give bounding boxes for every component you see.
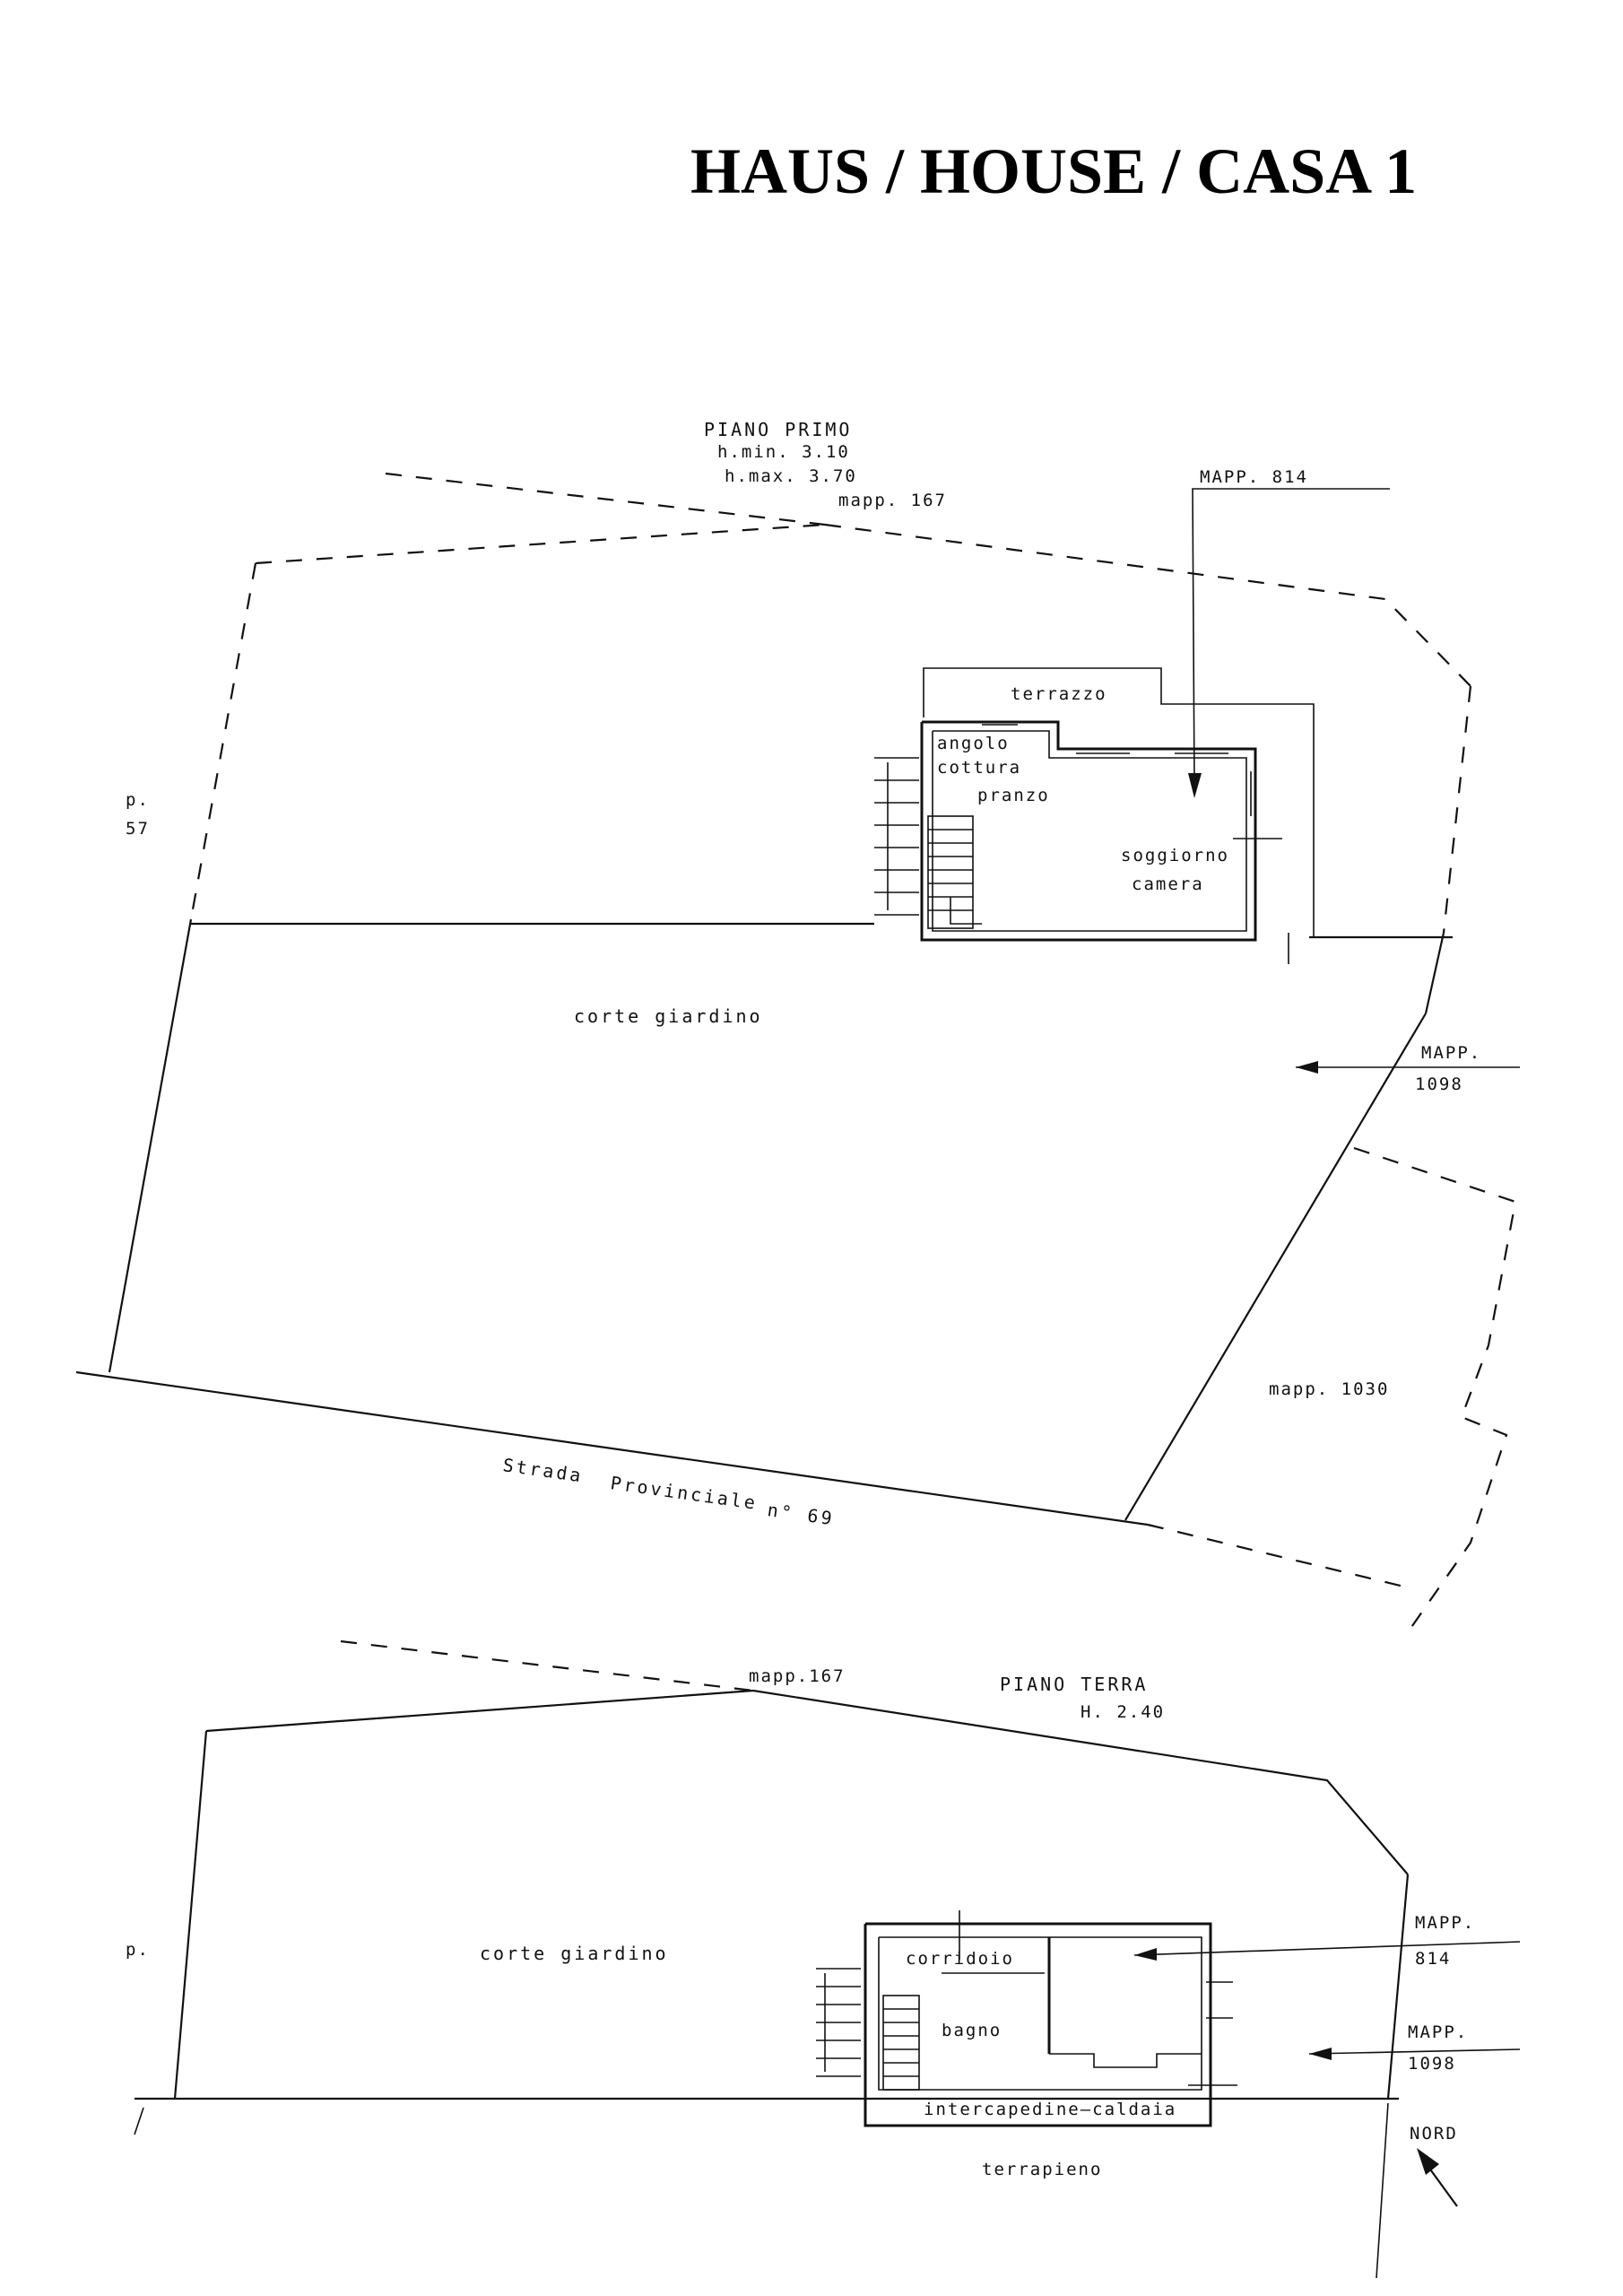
intercapedine-label: intercapedine–caldaia xyxy=(924,2100,1176,2119)
lower-boundary-right-tail xyxy=(1376,2102,1389,2279)
angolo-label: angolo xyxy=(937,734,1010,753)
upper-corte-giardino: corte giardino xyxy=(574,1005,763,1027)
strada-label-2: Provinciale xyxy=(609,1472,759,1514)
terrapieno-label: terrapieno xyxy=(982,2160,1102,2179)
strada-dashed-right xyxy=(1147,1523,1409,1589)
nord-label: NORD xyxy=(1410,2124,1458,2144)
upper-plan: PIANO PRIMO h.min. 3.10 h.max. 3.70 mapp… xyxy=(75,419,1520,1633)
lower-plan: mapp.167 PIANO TERRA H. 2.40 xyxy=(126,1639,1521,2279)
upper-floor-name: PIANO PRIMO xyxy=(704,419,852,440)
lower-floor-name: PIANO TERRA xyxy=(1000,1674,1148,1695)
lower-mapp-1098-label: MAPP. xyxy=(1408,2022,1468,2042)
lower-house-inner xyxy=(878,1936,1202,2091)
lower-mapp-167: mapp.167 xyxy=(749,1666,846,1686)
lower-corte-giardino: corte giardino xyxy=(480,1943,669,1964)
upper-mapp-1098-num: 1098 xyxy=(1415,1074,1463,1094)
mapp-814-pointer xyxy=(1192,488,1390,790)
upper-mapp-814: MAPP. 814 xyxy=(1200,467,1308,487)
strada-line xyxy=(75,1370,1149,1526)
upper-mapp-1098-label: MAPP. xyxy=(1421,1043,1481,1063)
lower-edge-left: p. xyxy=(126,1940,150,1960)
lower-mapp-814-arrowhead xyxy=(1134,1948,1157,1961)
lower-step-wall xyxy=(1049,2053,1202,2068)
lower-ground-left-tail xyxy=(134,2107,144,2135)
upper-stair xyxy=(927,815,982,929)
upper-dashed-left-top xyxy=(255,523,826,565)
upper-house-outer xyxy=(920,720,1257,942)
upper-diagonal-right xyxy=(1124,1013,1427,1521)
mapp-1030-boundary xyxy=(1353,1146,1517,1633)
bagno-label: bagno xyxy=(942,2021,1002,2040)
lower-mapp-814-pointer xyxy=(1133,1941,1521,1956)
camera-label: camera xyxy=(1132,874,1204,894)
cottura-label: cottura xyxy=(937,758,1021,778)
lower-height: H. 2.40 xyxy=(1081,1702,1165,1722)
page-title: HAUS / HOUSE / CASA 1 xyxy=(690,135,1418,207)
terrazzo-label: terrazzo xyxy=(1011,684,1107,704)
lower-stair xyxy=(882,1995,920,2091)
lower-house-outer xyxy=(864,1922,1212,2127)
upper-h-max: h.max. 3.70 xyxy=(725,466,857,486)
upper-boundary-left-solid xyxy=(108,918,193,1373)
upper-boundary-right xyxy=(1442,685,1472,934)
lower-mapp-814-label: MAPP. xyxy=(1415,1913,1475,1933)
strada-label-1: Strada xyxy=(501,1454,585,1486)
terrazzo-outline xyxy=(923,667,1315,937)
lower-mapp-1098-pointer xyxy=(1308,2048,1521,2055)
upper-dashed-top-right xyxy=(824,523,1471,687)
pranzo-label: pranzo xyxy=(977,786,1050,805)
upper-exterior-stair xyxy=(874,757,919,916)
mapp-1098-arrowhead xyxy=(1296,1061,1318,1074)
upper-boundary-left xyxy=(189,562,257,920)
upper-edge-left-2: 57 xyxy=(126,819,150,839)
upper-house-inner xyxy=(932,730,1247,932)
upper-mapp-167: mapp. 167 xyxy=(838,491,947,510)
strada-label-3: n° 69 xyxy=(766,1499,836,1529)
upper-boundary-right-solid xyxy=(1424,932,1445,1014)
lower-mapp-1098-num: 1098 xyxy=(1408,2054,1456,2074)
soggiorno-label: soggiorno xyxy=(1121,846,1229,865)
north-arrow-head xyxy=(1417,2148,1439,2175)
upper-dashed-top-left xyxy=(385,472,826,526)
lower-dashed-top xyxy=(340,1639,754,1692)
lower-exterior-stair xyxy=(816,1968,861,2077)
corridoio-label: corridoio xyxy=(906,1949,1014,1969)
upper-h-min: h.min. 3.10 xyxy=(717,442,850,462)
mapp-1030-label: mapp. 1030 xyxy=(1269,1379,1389,1399)
lower-mapp-814-num: 814 xyxy=(1415,1949,1451,1969)
lower-mapp-1098-arrowhead xyxy=(1309,2048,1332,2060)
mapp-814-arrowhead xyxy=(1188,773,1202,798)
lower-boundary-top xyxy=(205,1689,1409,1875)
upper-edge-left-1: p. xyxy=(126,790,150,810)
lower-boundary-left xyxy=(173,1730,208,2100)
lower-boundary-right xyxy=(1386,1874,1410,2100)
